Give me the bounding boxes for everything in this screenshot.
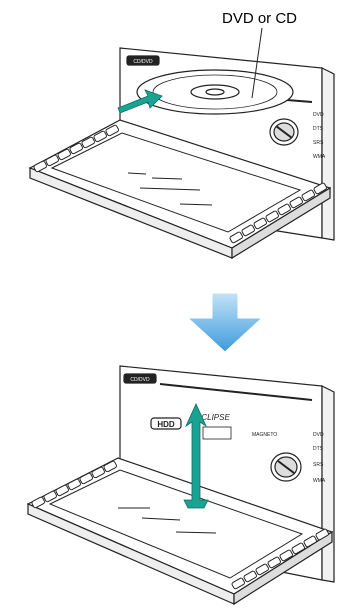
svg-text:DTS: DTS <box>313 446 324 452</box>
left-buttons-top <box>33 124 119 173</box>
lift-arrow <box>183 403 209 509</box>
slot-button-bottom <box>123 373 157 384</box>
unit-top: CD/DVD DVD DTS SRS WMA <box>28 27 335 260</box>
svg-text:DTS: DTS <box>313 126 324 132</box>
transition-arrow <box>186 292 264 353</box>
svg-text:SRS: SRS <box>313 140 324 146</box>
disc-slot-bottom <box>159 383 313 401</box>
right-buttons-top <box>229 182 327 244</box>
slot-button-top <box>126 55 160 66</box>
hdd-badge <box>150 417 182 430</box>
left-buttons-bottom <box>31 460 117 509</box>
hdd-label: HDD <box>157 420 175 429</box>
side-logos-top: DVD DTS SRS WMA <box>313 112 326 160</box>
svg-text:WMA: WMA <box>313 154 326 160</box>
brand-label: ECLIPSE <box>196 413 230 422</box>
svg-text:DVD: DVD <box>313 432 324 438</box>
callout-leader <box>251 27 263 99</box>
partner-label: MAGNETO <box>252 432 277 438</box>
svg-text:WMA: WMA <box>313 478 326 484</box>
side-logos-bottom: DVD DTS SRS WMA <box>313 432 326 484</box>
slot-button-label-top: CD/DVD <box>133 59 153 65</box>
callout-label: DVD or CD <box>222 10 298 27</box>
svg-text:SRS: SRS <box>313 462 324 468</box>
insert-arrow <box>117 89 163 114</box>
unit-bottom: CD/DVD HDD ECLIPSE MAGNETO DVD DTS SRS W… <box>26 365 335 606</box>
svg-text:DVD: DVD <box>313 112 324 118</box>
right-buttons-bottom <box>231 528 329 590</box>
slot-button-label-bottom: CD/DVD <box>130 377 150 383</box>
